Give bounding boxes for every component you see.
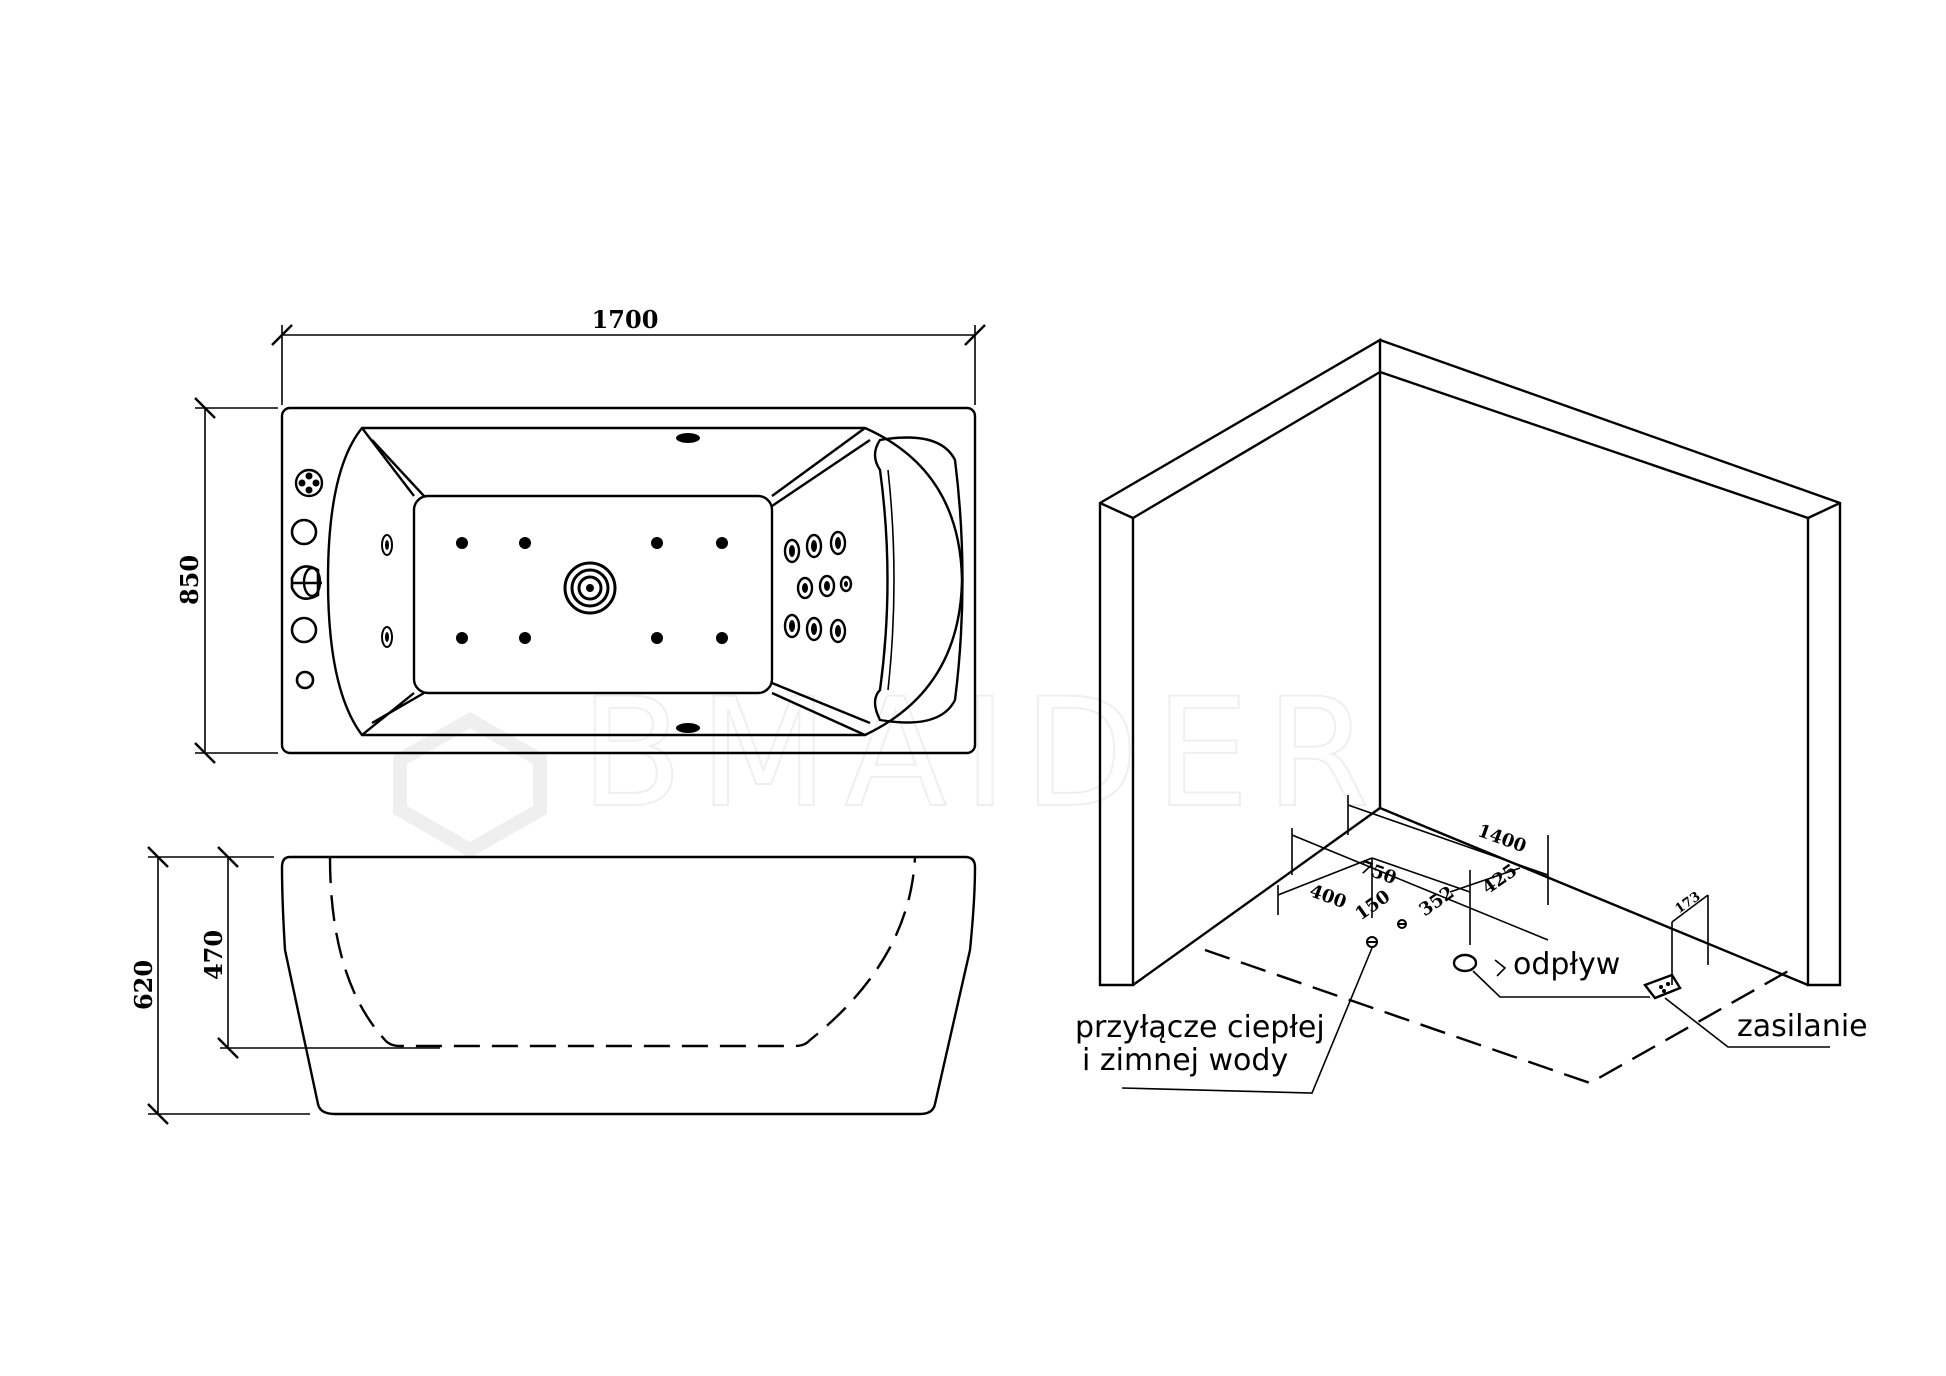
length-label: 1700 xyxy=(592,305,659,334)
dim-425: 425 xyxy=(1478,860,1521,899)
inner-depth-label: 470 xyxy=(199,930,228,980)
air-button-icon xyxy=(294,468,324,498)
back-massage-jets xyxy=(783,530,853,644)
dim-173: 173 xyxy=(1673,889,1704,917)
central-drain-icon xyxy=(563,561,617,615)
headrest-pillow xyxy=(873,436,964,724)
width-label: 850 xyxy=(175,555,204,605)
installation-dimension-lines xyxy=(1277,795,1709,985)
left-wall xyxy=(1098,337,1382,987)
foot-wall-jets xyxy=(381,534,393,648)
drain-label: odpływ xyxy=(1513,947,1620,982)
tub-basin xyxy=(326,426,964,737)
total-height-dimension: 620 xyxy=(129,846,310,1125)
side-view: 620 470 xyxy=(129,846,977,1125)
length-dimension: 1700 xyxy=(271,305,986,405)
jet-icon xyxy=(716,537,728,549)
overflow-slot-top xyxy=(676,433,700,443)
tub-footprint-hidden xyxy=(1204,948,1791,1085)
floor-jets xyxy=(456,537,728,644)
jet-icon xyxy=(519,537,531,549)
tub-side-profile xyxy=(280,855,977,1116)
jet-icon xyxy=(456,632,468,644)
basin-slopes xyxy=(361,427,871,737)
faucet-spout-icon xyxy=(290,565,322,600)
drain-outlet-icon xyxy=(1452,953,1478,973)
tub-inner-basin-hidden xyxy=(328,856,917,1048)
right-wall xyxy=(1378,338,1842,987)
tub-rim xyxy=(280,406,977,755)
power-label: zasilanie xyxy=(1737,1009,1868,1044)
watermark: BMAIDER xyxy=(393,666,1371,859)
water-connection-icon xyxy=(1366,919,1407,948)
control-knob-icon xyxy=(290,616,318,644)
water-connection-label-line1: przyłącze ciepłej xyxy=(1075,1010,1325,1045)
inner-depth-dimension: 470 xyxy=(199,846,440,1059)
width-dimension: 850 xyxy=(175,397,278,764)
control-knob-icon xyxy=(290,518,318,546)
shower-outlet-icon xyxy=(295,670,315,690)
jet-icon xyxy=(456,537,468,549)
total-height-label: 620 xyxy=(129,960,158,1010)
leader-lines xyxy=(1121,947,1830,1094)
jet-icon xyxy=(716,632,728,644)
rim-controls xyxy=(290,468,324,690)
water-connection-label-line2: i zimnej wody xyxy=(1082,1043,1288,1078)
dim-750: 750 xyxy=(1357,857,1399,890)
dim-150: 150 xyxy=(1351,886,1394,925)
headrest-seam xyxy=(887,469,895,691)
top-view: 1700 850 xyxy=(175,305,986,764)
jet-icon xyxy=(651,537,663,549)
power-box-icon xyxy=(1643,973,1682,1000)
jet-icon xyxy=(651,632,663,644)
overflow-slot-bottom xyxy=(676,723,700,733)
tub-floor xyxy=(412,494,774,695)
jet-icon xyxy=(519,632,531,644)
floor-lines xyxy=(1132,806,1809,987)
dim-400: 400 xyxy=(1307,881,1349,914)
